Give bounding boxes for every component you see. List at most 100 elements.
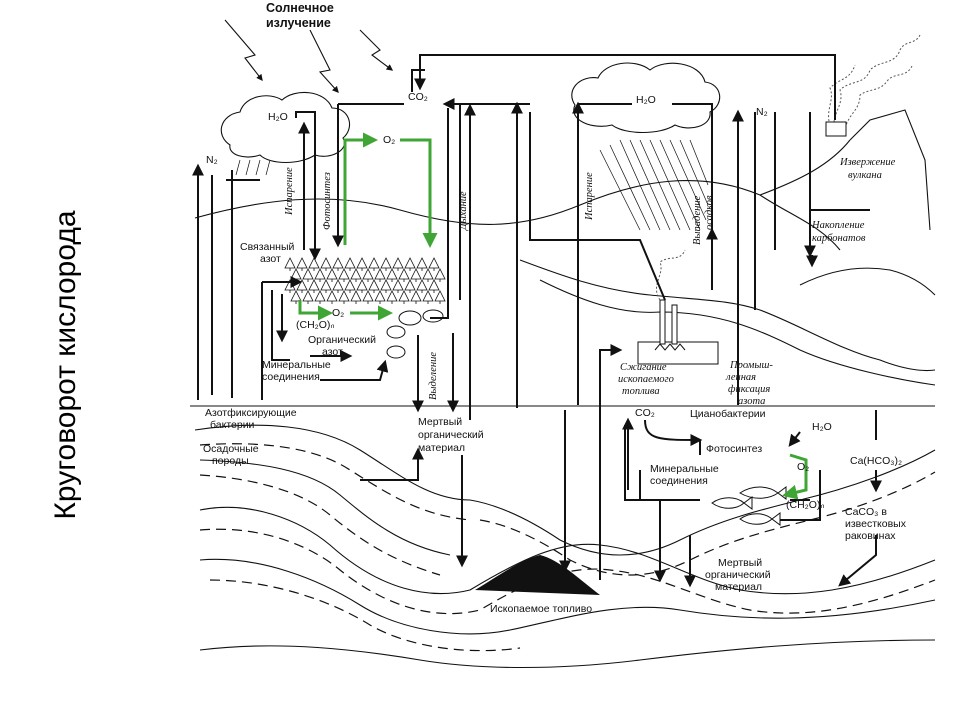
tree-icon bbox=[320, 257, 332, 271]
ch2o-sea-label: (CH₂O)ₙ bbox=[786, 499, 825, 511]
tree-icon bbox=[314, 268, 326, 282]
sediments-label-2: породы bbox=[212, 455, 249, 467]
tree-icon bbox=[392, 257, 404, 271]
ca-hco3-label: Ca(HCO₃)₂ bbox=[850, 455, 902, 467]
tree-icon bbox=[344, 279, 356, 293]
fossil-fuel-label: Ископаемое топливо bbox=[490, 603, 592, 615]
minerals-sea-label-2: соединения bbox=[650, 475, 708, 487]
industrial-n-label-3: фиксация bbox=[728, 384, 770, 395]
tree-icon bbox=[380, 257, 392, 271]
dead-sea-label-1: Мертвый bbox=[718, 557, 762, 569]
volcano-smoke bbox=[828, 34, 921, 131]
tree-icon bbox=[296, 257, 308, 271]
dead-left-label-2: органический bbox=[418, 429, 484, 441]
tree-icon bbox=[404, 257, 416, 271]
bound-n-label-2: азот bbox=[260, 253, 281, 265]
tree-icon bbox=[308, 279, 320, 293]
forest bbox=[284, 257, 446, 304]
tree-icon bbox=[398, 290, 410, 304]
dead-sea-label-2: органический bbox=[705, 569, 771, 581]
dead-left-label-3: материал bbox=[418, 442, 465, 454]
photosynthesis-label: Фотосинтез bbox=[322, 172, 333, 230]
tree-icon bbox=[344, 257, 356, 271]
tree-icon bbox=[326, 290, 338, 304]
tree-icon bbox=[350, 268, 362, 282]
evaporation-mid-label: Испарение bbox=[584, 172, 595, 221]
oxygen-arrows bbox=[298, 132, 808, 500]
evaporation-left-label: Испарение bbox=[284, 167, 295, 216]
strata-5 bbox=[469, 449, 936, 556]
tree-icon bbox=[386, 290, 398, 304]
carbonates-label-2: карбонатов bbox=[812, 233, 866, 244]
tree-icon bbox=[416, 279, 428, 293]
strata-2 bbox=[199, 459, 451, 556]
tree-icon bbox=[404, 279, 416, 293]
tree-icon bbox=[374, 290, 386, 304]
volcano-label-2: вулкана bbox=[848, 170, 882, 181]
cloud-right bbox=[571, 62, 721, 133]
caco3-label-3: раковинах bbox=[845, 530, 896, 542]
fuel-burn-label-2: ископаемого bbox=[618, 374, 674, 385]
h2o-right-label: H₂O bbox=[636, 94, 656, 106]
cloud-left bbox=[220, 91, 351, 164]
strata-4 bbox=[199, 558, 936, 635]
tree-icon bbox=[308, 257, 320, 271]
industrial-n-label-1: Промыш- bbox=[729, 360, 773, 371]
carbonates-label-1: Накопление bbox=[811, 220, 865, 231]
bound-n-label-1: Связанный bbox=[240, 241, 295, 253]
fuel-burn-label-3: топлива bbox=[622, 386, 660, 397]
tree-icon bbox=[416, 257, 428, 271]
fuel-burn-label-1: Сжигание bbox=[620, 362, 667, 373]
tree-icon bbox=[380, 279, 392, 293]
volcano-slope bbox=[849, 109, 931, 231]
photosynthesis-sea-label: Фотосинтез bbox=[706, 443, 762, 455]
tree-icon bbox=[392, 279, 404, 293]
h2o-left-label: H₂O bbox=[268, 111, 288, 123]
tree-icon bbox=[368, 257, 380, 271]
tree-icon bbox=[422, 290, 434, 304]
industrial-n-label-2: ленная bbox=[725, 372, 756, 383]
n-fix-bacteria-label-1: Азотфиксирующие bbox=[205, 407, 297, 419]
volcano-crater bbox=[825, 121, 847, 137]
hill-line bbox=[194, 139, 851, 225]
clouds bbox=[220, 62, 721, 231]
tree-icon bbox=[290, 290, 302, 304]
co2-top-label: CO₂ bbox=[408, 91, 428, 103]
excretion-label: Выделение bbox=[428, 352, 439, 400]
solar-rays bbox=[224, 19, 394, 93]
tree-icon bbox=[302, 290, 314, 304]
fish bbox=[711, 486, 787, 526]
caco3-label-1: CaCO₃ в bbox=[845, 506, 887, 518]
tree-icon bbox=[350, 290, 362, 304]
tree-icon bbox=[398, 268, 410, 282]
rain-hatch bbox=[599, 139, 709, 231]
minerals-left-label-1: Минеральные bbox=[262, 359, 331, 371]
tree-icon bbox=[434, 268, 446, 282]
co2-sea-label: CO₂ bbox=[635, 407, 655, 419]
dead-left-label-1: Мертвый bbox=[418, 416, 462, 428]
n-fix-bacteria-label-2: бактерии bbox=[210, 419, 255, 431]
tree-icon bbox=[356, 257, 368, 271]
tree-icon bbox=[362, 268, 374, 282]
solar-label-2: излучение bbox=[266, 16, 331, 30]
labels: Солнечное излучение CO₂ H₂O H₂O N₂ N₂ O₂… bbox=[203, 1, 907, 615]
o2-top-label: O₂ bbox=[383, 134, 395, 146]
tree-icon bbox=[314, 290, 326, 304]
fossil-fuel-deposit bbox=[475, 555, 600, 595]
tree-icon bbox=[290, 268, 302, 282]
tree-icon bbox=[428, 257, 440, 271]
tree-icon bbox=[368, 279, 380, 293]
caco3-label-2: известковых bbox=[845, 518, 907, 530]
strata-1 bbox=[194, 424, 471, 501]
tree-icon bbox=[410, 290, 422, 304]
tree-icon bbox=[338, 268, 350, 282]
tree-icon bbox=[428, 279, 440, 293]
organic-n-label-2: азот bbox=[322, 346, 343, 358]
sediments-label-1: Осадочные bbox=[203, 443, 259, 455]
o2-sea-label: O₂ bbox=[797, 461, 809, 473]
rain-left bbox=[235, 159, 271, 176]
minerals-sea-label-1: Минеральные bbox=[650, 463, 719, 475]
tree-icon bbox=[326, 268, 338, 282]
slope-line bbox=[759, 194, 841, 251]
